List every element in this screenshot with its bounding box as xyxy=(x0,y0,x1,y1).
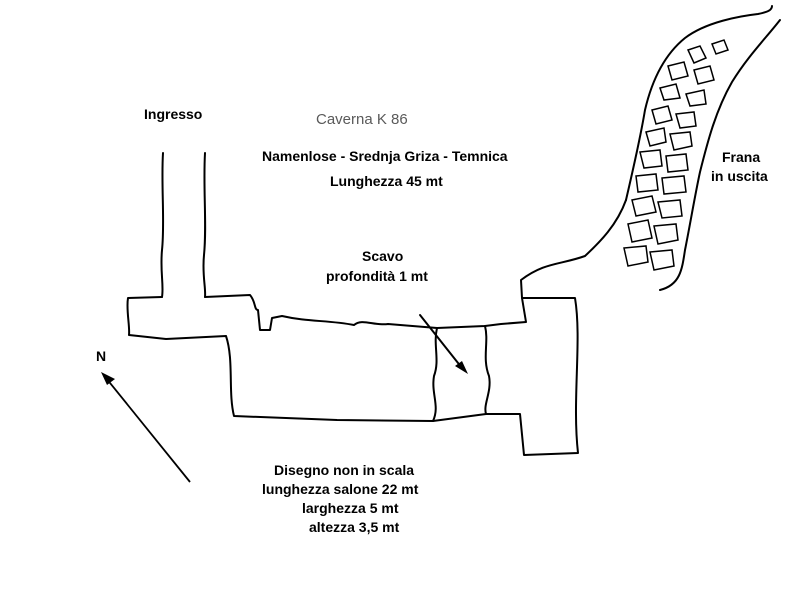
rubble-block xyxy=(651,105,673,125)
collapse-passage-right-wall xyxy=(659,19,781,291)
rubble-block xyxy=(667,61,689,81)
rubble-block xyxy=(669,131,693,151)
rubble-block xyxy=(693,65,715,85)
scale-note-line2: lunghezza salone 22 mt xyxy=(262,481,419,497)
collapse-passage-left-wall xyxy=(625,5,773,201)
rubble-block xyxy=(627,219,653,243)
chamber-ceiling-wall xyxy=(204,294,527,331)
dig-left-wall xyxy=(432,327,438,422)
entrance-shaft-right-wall xyxy=(202,152,207,298)
rubble-block xyxy=(639,149,663,169)
rubble-blocks xyxy=(623,39,729,271)
north-label: N xyxy=(96,348,107,364)
rubble-block xyxy=(649,249,675,271)
scale-note-line4: altezza 3,5 mt xyxy=(309,519,400,535)
scale-note-line3: larghezza 5 mt xyxy=(302,500,399,516)
north-arrow xyxy=(101,372,191,483)
dig-arrow-head xyxy=(455,361,468,374)
scale-note-line1: Disegno non in scala xyxy=(274,462,415,478)
dig-label-line2: profondità 1 mt xyxy=(326,268,428,284)
entrance-label: Ingresso xyxy=(144,106,203,122)
rubble-block xyxy=(653,223,679,245)
rubble-block xyxy=(635,173,659,193)
rubble-block xyxy=(665,153,689,173)
rubble-block xyxy=(675,111,697,129)
alternate-names-label: Namenlose - Srednja Griza - Temnica xyxy=(262,148,508,164)
rubble-block xyxy=(685,89,707,107)
collapse-label-line1: Frana xyxy=(722,149,761,165)
dig-right-wall xyxy=(484,325,491,415)
rubble-block xyxy=(657,199,683,219)
rubble-block xyxy=(623,245,649,267)
rubble-block xyxy=(661,175,687,195)
rubble-block xyxy=(631,195,657,217)
rubble-block xyxy=(645,127,667,147)
dig-label-line1: Scavo xyxy=(362,248,404,264)
chamber-upper-wall xyxy=(126,199,627,456)
entrance-shaft-left-wall xyxy=(160,152,165,298)
rubble-block xyxy=(659,83,681,101)
cave-name-title: Caverna K 86 xyxy=(316,111,408,128)
cave-length-label: Lunghezza 45 mt xyxy=(330,173,443,189)
dig-arrow-line xyxy=(419,314,463,369)
collapse-label-line2: in uscita xyxy=(711,168,768,184)
rubble-block xyxy=(711,39,729,55)
rubble-block xyxy=(686,45,708,64)
